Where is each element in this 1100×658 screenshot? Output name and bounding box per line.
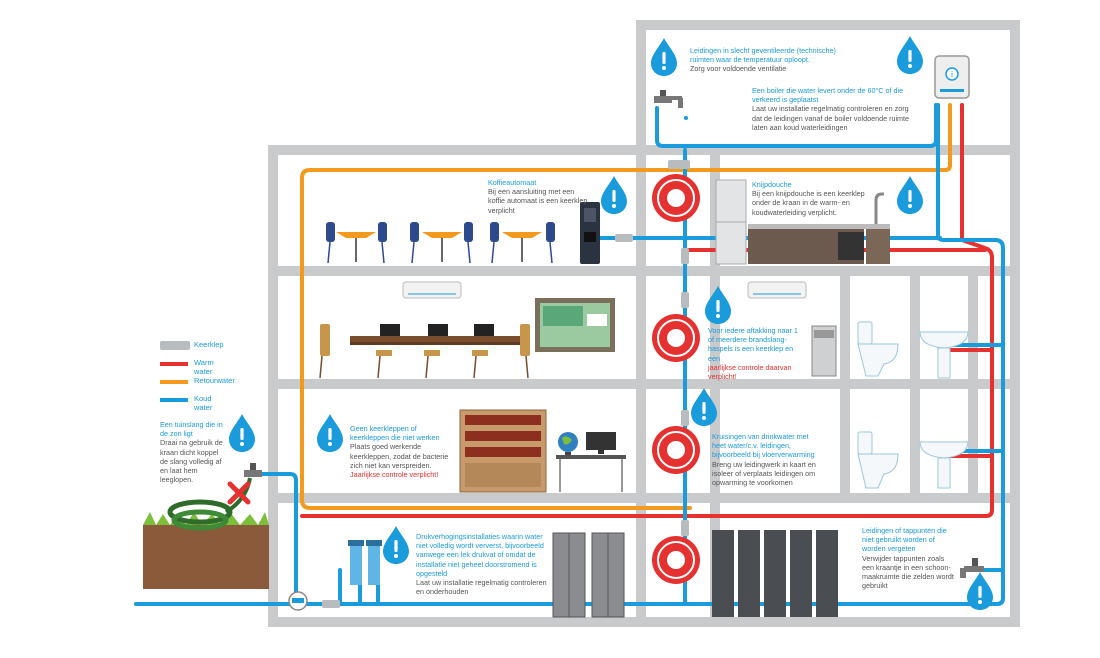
garden bbox=[143, 463, 269, 589]
valve-swatch bbox=[160, 341, 190, 350]
water-drop-exclamation-icon bbox=[897, 176, 923, 214]
note-body: Draai na gebruik de kraan dicht koppel d… bbox=[160, 438, 223, 485]
valves bbox=[322, 160, 690, 608]
monitor-icon bbox=[556, 432, 626, 492]
note-alert: Jaarlijkse controle verplicht! bbox=[350, 470, 439, 480]
fire-hose-reels bbox=[652, 174, 700, 584]
note-heading: Kruisingen van drinkwater met heet water… bbox=[712, 432, 815, 460]
note-boiler-room: Leidingen in slecht geventileerde (techn… bbox=[690, 46, 840, 74]
globe-icon bbox=[558, 432, 578, 455]
coffee-machine-icon bbox=[580, 202, 600, 264]
note-taps: Leidingen of tappunten die niet gebruikt… bbox=[862, 526, 958, 590]
copier-icon bbox=[811, 325, 837, 377]
note-no-valve: Geen keerkleppen of keerkleppen die niet… bbox=[350, 424, 450, 479]
note-body: Breng uw leidingwerk in kaart en isoleer… bbox=[712, 459, 816, 488]
note-alert: jaarlijkse controle daarvan verplicht! bbox=[708, 362, 792, 382]
water-drop-exclamation-icon bbox=[229, 414, 255, 452]
note-body: Verwijder tappunten zoals een kraantje i… bbox=[862, 553, 954, 591]
water-drop-exclamation-icon bbox=[691, 388, 717, 426]
legend-label: Keerklep bbox=[194, 340, 224, 349]
water-drop-exclamation-icon bbox=[317, 414, 343, 452]
valve bbox=[322, 600, 340, 608]
valve bbox=[681, 410, 689, 426]
bookcase-icon bbox=[459, 409, 547, 493]
info-drops bbox=[229, 36, 993, 610]
tap-icon bbox=[654, 90, 688, 120]
note-heading: Een boiler die water levert onder de 60°… bbox=[752, 86, 904, 105]
note-garden-hose: Een tuinslang die in de zon ligt Draai n… bbox=[160, 420, 224, 484]
whiteboard-icon bbox=[535, 298, 615, 352]
note-heading: Koffieautomaat bbox=[488, 178, 537, 187]
building bbox=[268, 20, 1020, 627]
valve bbox=[681, 292, 689, 308]
note-heading: Voor iedere aftakking naar 1 of meerdere… bbox=[708, 326, 798, 363]
svg-text:i: i bbox=[951, 70, 953, 79]
note-heading: Leidingen of tappunten die niet gebruikt… bbox=[862, 526, 947, 554]
note-pressure: Drukverhogingsinstallaties waarin water … bbox=[416, 532, 548, 596]
warm-swatch bbox=[160, 362, 188, 366]
note-heading: Drukverhogingsinstallaties waarin water … bbox=[416, 532, 544, 578]
return-swatch bbox=[160, 380, 188, 384]
note-body: Zorg voor voldoende ventilatie bbox=[690, 64, 787, 74]
water-drop-exclamation-icon bbox=[601, 176, 627, 214]
note-body: Plaats goed werkende keerkleppen, zodat … bbox=[350, 442, 449, 470]
note-body: Bij een knijpdouche is een keerklep onde… bbox=[752, 189, 865, 217]
canteen-tables bbox=[326, 222, 555, 264]
note-boiler: Een boiler die water levert onder de 60°… bbox=[752, 86, 912, 132]
fire-hose-reel-icon bbox=[652, 174, 700, 222]
valve bbox=[681, 520, 689, 536]
water-drop-exclamation-icon bbox=[651, 38, 677, 76]
fire-hose-reel-icon bbox=[652, 314, 700, 362]
note-hose-reel: Voor iedere aftakking naar 1 of meerdere… bbox=[708, 326, 804, 381]
water-drop-exclamation-icon bbox=[383, 526, 409, 564]
note-body: Bij een aansluiting met een koffie autom… bbox=[488, 187, 588, 215]
note-body: Laat uw installatie regelmatig controler… bbox=[752, 104, 910, 132]
toilet-icon bbox=[857, 321, 899, 489]
pump-icon bbox=[348, 540, 382, 585]
kitchen-icon bbox=[715, 179, 890, 265]
boiler: i bbox=[934, 55, 970, 99]
water-drop-exclamation-icon bbox=[705, 286, 731, 324]
air-conditioner-icon bbox=[402, 281, 807, 299]
server-rack-icon bbox=[712, 530, 838, 617]
cold-swatch bbox=[160, 398, 188, 402]
note-body: Laat uw installatie regelmatig controler… bbox=[416, 578, 547, 597]
legend-label: Retourwater bbox=[194, 376, 235, 385]
water-meter-icon bbox=[288, 591, 308, 611]
note-heading: Geen keerkleppen of keerkleppen die niet… bbox=[350, 424, 440, 443]
valve bbox=[681, 248, 689, 264]
red-cross-icon bbox=[227, 481, 251, 505]
fire-hose-reel-icon bbox=[652, 426, 700, 474]
tap-icon bbox=[960, 558, 984, 578]
cabinet-icon bbox=[552, 532, 625, 618]
note-shower: Knijpdouche Bij een knijpdouche is een k… bbox=[752, 180, 882, 217]
legend-label: Warm water bbox=[194, 358, 214, 376]
water-drop-exclamation-icon bbox=[967, 572, 993, 610]
valve bbox=[615, 234, 633, 242]
note-heading: Een tuinslang die in de zon ligt bbox=[160, 420, 223, 439]
note-heading: Leidingen in slecht geventileerde (techn… bbox=[690, 46, 836, 65]
legend-label: Koud water bbox=[194, 394, 213, 412]
sink-icon bbox=[919, 331, 969, 489]
valve bbox=[668, 160, 690, 169]
note-crossing: Kruisingen van drinkwater met heet water… bbox=[712, 432, 824, 487]
note-coffee: Koffieautomaat Bij een aansluiting met e… bbox=[488, 178, 588, 215]
water-drop-exclamation-icon bbox=[897, 36, 923, 74]
meeting-room bbox=[319, 324, 530, 379]
note-heading: Knijpdouche bbox=[752, 180, 792, 189]
fire-hose-reel-icon bbox=[652, 536, 700, 584]
